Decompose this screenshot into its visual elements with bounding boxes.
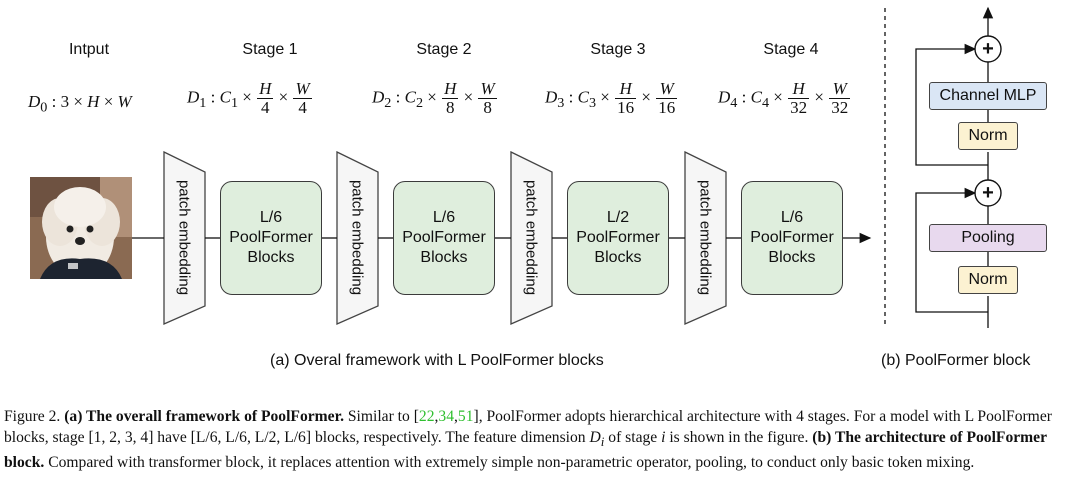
- input-dimension: D0 : 3 × H × W: [28, 92, 132, 116]
- channel-mlp-box: Channel MLP: [929, 82, 1047, 110]
- input-dog-image: [30, 177, 132, 279]
- patch-embedding-label-2: patch embedding: [348, 179, 366, 296]
- citation-link[interactable]: 22: [418, 408, 435, 425]
- add-circle-lower: [974, 179, 1002, 207]
- patch-embedding-shape-2: [336, 150, 379, 325]
- figure-caption: Figure 2. (a) The overall framework of P…: [4, 408, 1052, 472]
- citation-link[interactable]: 34: [438, 408, 455, 425]
- input-label: Intput: [68, 41, 110, 58]
- stage-3-poolformer-blocks: L/2 PoolFormer Blocks: [567, 181, 669, 295]
- plus-icon-lower: +: [982, 182, 994, 204]
- norm-box-lower: Norm: [958, 266, 1018, 294]
- diagram-connectors: [130, 6, 1002, 328]
- residual-path-upper: [915, 43, 988, 166]
- stage-2-label: Stage 2: [416, 41, 472, 58]
- stage-1-label: Stage 1: [242, 41, 298, 58]
- stage-4-label: Stage 4: [763, 41, 819, 58]
- patch-embedding-label-1: patch embedding: [175, 179, 193, 296]
- add-circle-upper: [974, 35, 1002, 63]
- patch-embedding-shape-4: [684, 150, 727, 325]
- stage-1-poolformer-blocks: L/6 PoolFormer Blocks: [220, 181, 322, 295]
- norm-box-upper: Norm: [958, 122, 1018, 150]
- residual-path-lower: [915, 187, 988, 313]
- patch-embedding-shape-1: [163, 150, 206, 325]
- patch-embedding-shape-3: [510, 150, 553, 325]
- subcaption-a: (a) Overal framework with L PoolFormer b…: [270, 352, 604, 369]
- patch-embedding-label-4: patch embedding: [696, 179, 714, 296]
- stage-2-poolformer-blocks: L/6 PoolFormer Blocks: [393, 181, 495, 295]
- stage-4-poolformer-blocks: L/6 PoolFormer Blocks: [741, 181, 843, 295]
- subcaption-b: (b) PoolFormer block: [881, 352, 1031, 369]
- plus-icon-upper: +: [982, 38, 994, 60]
- pooling-box: Pooling: [929, 224, 1047, 252]
- citation-link[interactable]: 51: [457, 408, 474, 425]
- stage-3-label: Stage 3: [590, 41, 646, 58]
- patch-embedding-label-3: patch embedding: [522, 179, 540, 296]
